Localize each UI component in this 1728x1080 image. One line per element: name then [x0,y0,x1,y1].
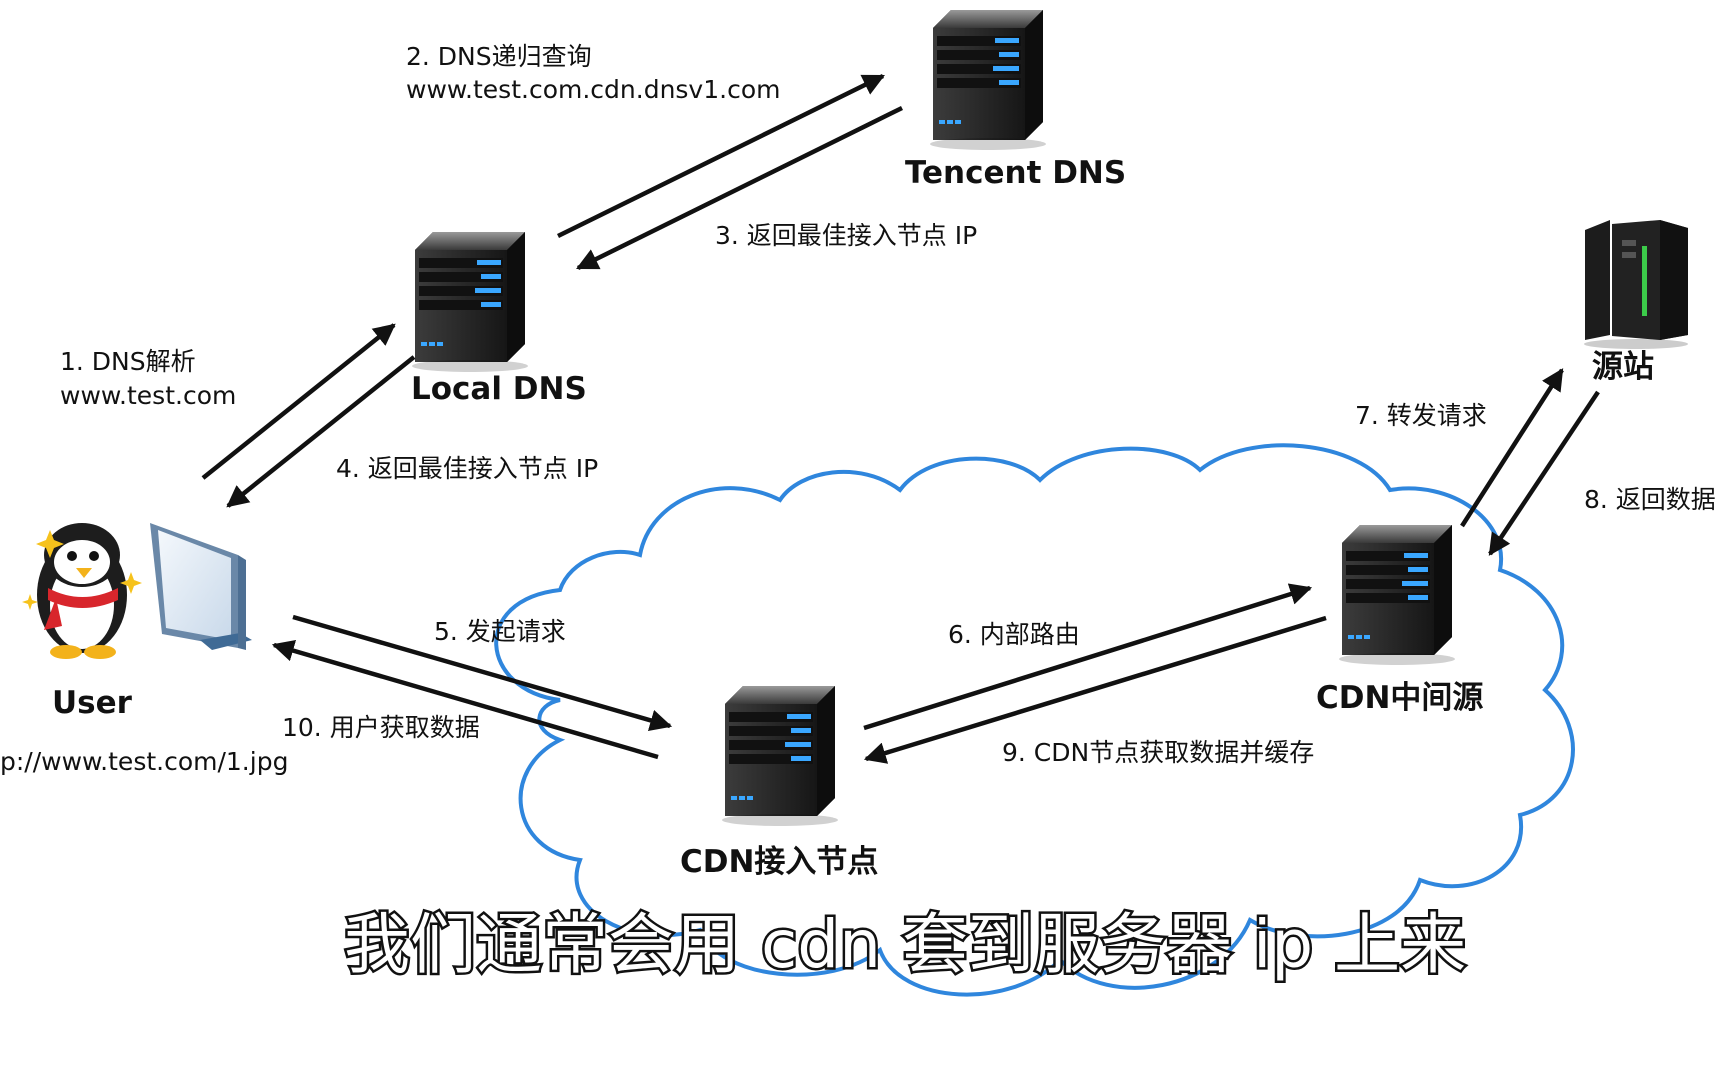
cdn-edge-server-icon [722,686,838,826]
arrow-step-5 [292,614,673,732]
node-label-origin: 源站 [1592,349,1654,385]
step-8-label: 8. 返回数据 [1584,485,1716,514]
monitor-icon [150,523,252,650]
arrow-step-4 [226,355,416,508]
node-label-tencent-dns: Tencent DNS [905,155,1126,191]
node-label-cdn-mid: CDN中间源 [1316,680,1483,716]
step-9-label: 9. CDN节点获取数据并缓存 [1002,738,1314,767]
tencent-dns-server-icon [930,10,1046,150]
step-3-label: 3. 返回最佳接入节点 IP [715,221,977,250]
arrow-step-7 [1460,368,1564,528]
arrow-step-3 [576,105,903,271]
arrow-step-6 [863,583,1313,731]
node-label-cdn-edge: CDN接入节点 [680,844,878,880]
local-dns-server-icon [412,232,528,372]
node-label-local-dns: Local DNS [411,371,587,407]
step-6-label: 6. 内部路由 [948,620,1080,649]
arrow-step-8 [1488,390,1600,556]
step-2-label: 2. DNS递归查询 [406,42,592,71]
step-5-label: 5. 发起请求 [434,617,566,646]
flow-arrows [201,73,1600,764]
origin-server-icon [1584,220,1688,349]
step-2-domain: www.test.com.cdn.dnsv1.com [406,75,780,104]
step-4-label: 4. 返回最佳接入节点 IP [336,454,598,483]
node-label-user: User [52,685,133,721]
step-1-domain: www.test.com [60,381,236,410]
user-url-label: p://www.test.com/1.jpg [0,747,288,776]
cdn-cloud [494,443,1575,997]
penguin-mascot-icon [22,523,142,659]
step-7-label: 7. 转发请求 [1355,401,1487,430]
arrow-step-1 [201,323,396,480]
video-subtitle: 我们通常会用 cdn 套到服务器 ip 上来 [344,906,1466,983]
step-10-label: 10. 用户获取数据 [282,713,480,742]
step-1-label: 1. DNS解析 [60,347,196,376]
arrow-step-2 [557,73,885,239]
arrow-step-10 [271,639,659,760]
cdn-mid-server-icon [1339,525,1455,665]
arrow-step-9 [863,615,1327,764]
